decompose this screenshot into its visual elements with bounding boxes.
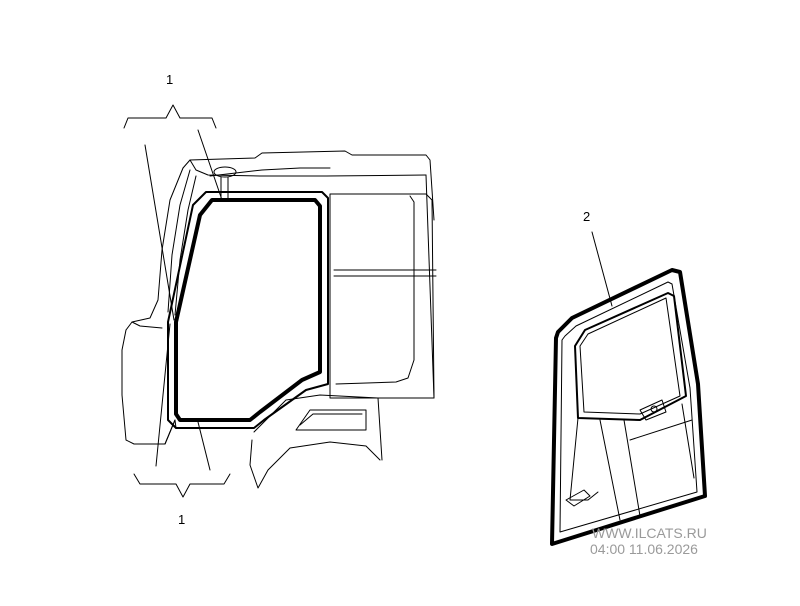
- callout-label-2: 2: [583, 209, 590, 224]
- callout-1-top: 1: [123, 72, 223, 321]
- callout-2: 2: [583, 209, 613, 307]
- callout-label-1-bottom: 1: [178, 512, 185, 527]
- watermark: WWW.ILCATS.RU 04:00 11.06.2026: [590, 525, 707, 557]
- callout-1-bottom: 1: [133, 323, 231, 527]
- callout-label-1-top: 1: [166, 72, 173, 87]
- watermark-site: WWW.ILCATS.RU: [592, 525, 707, 541]
- watermark-timestamp: 04:00 11.06.2026: [590, 541, 698, 557]
- door-panel: [550, 268, 707, 546]
- truck-cab: [121, 150, 437, 489]
